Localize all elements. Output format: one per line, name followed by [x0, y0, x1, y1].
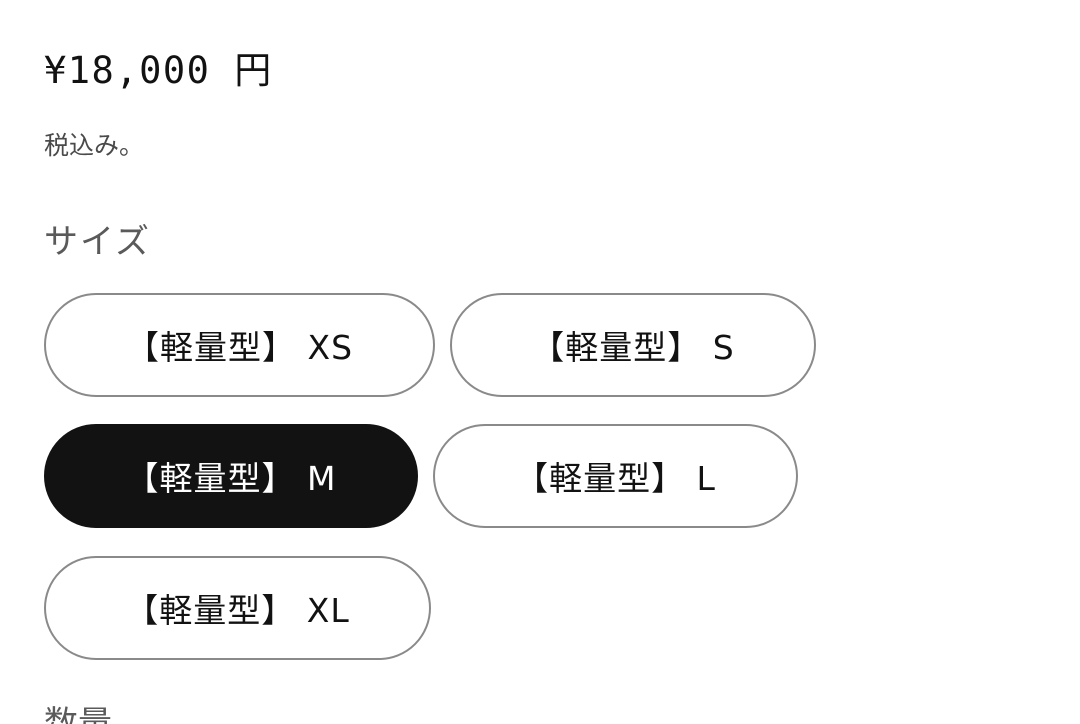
size-option-label: 【軽量型】 XL: [125, 591, 350, 630]
size-option-label: 【軽量型】 XS: [125, 328, 354, 367]
size-label: サイズ: [44, 222, 151, 262]
product-price: ¥18,000 円: [44, 49, 273, 92]
size-option-label: 【軽量型】 M: [125, 459, 337, 498]
quantity-label: 数量: [44, 704, 112, 724]
size-option-m[interactable]: 【軽量型】 M: [44, 424, 418, 528]
size-option-xl[interactable]: 【軽量型】 XL: [44, 556, 431, 660]
product-info-panel: ¥18,000 円 税込み。 サイズ 【軽量型】 XS 【軽量型】 S 【軽量型…: [44, 0, 1044, 724]
size-option-label: 【軽量型】 S: [531, 328, 735, 367]
size-option-s[interactable]: 【軽量型】 S: [450, 293, 816, 397]
size-option-xs[interactable]: 【軽量型】 XS: [44, 293, 435, 397]
tax-included-note: 税込み。: [44, 131, 145, 160]
size-option-label: 【軽量型】 L: [515, 459, 716, 498]
size-option-l[interactable]: 【軽量型】 L: [433, 424, 798, 528]
